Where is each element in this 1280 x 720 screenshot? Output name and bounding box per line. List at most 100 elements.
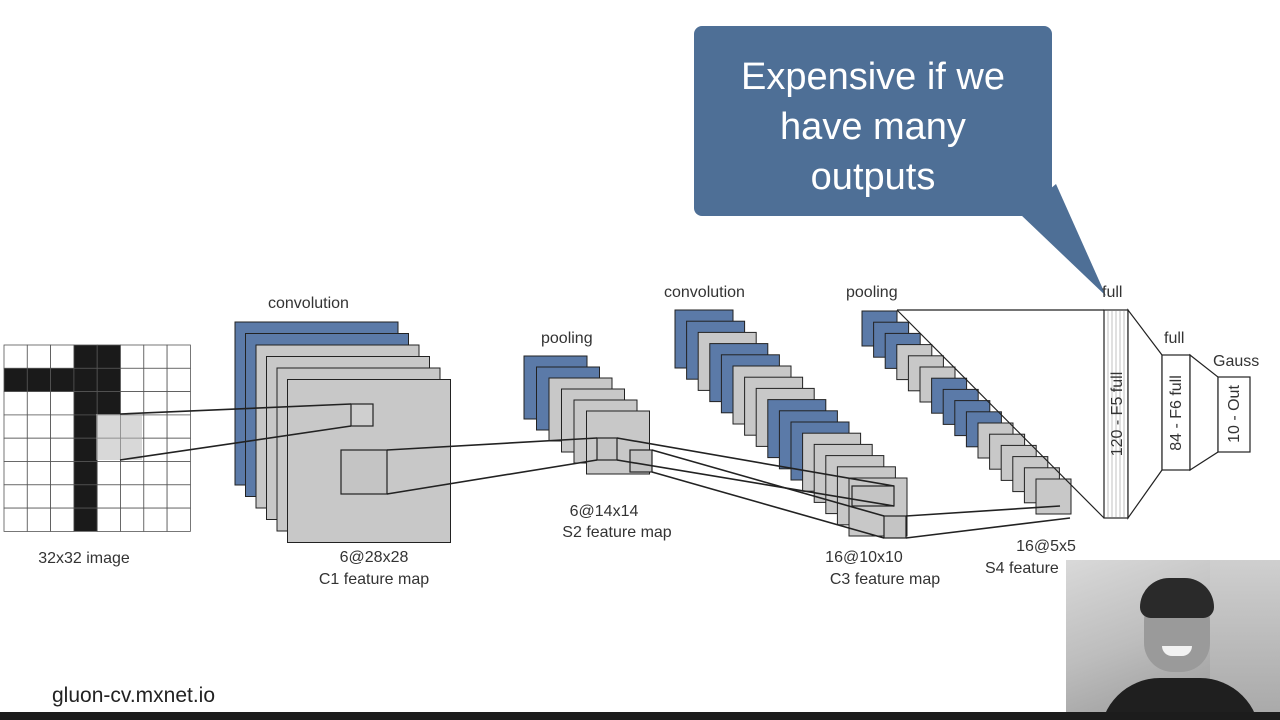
- input-pixel: [3, 391, 28, 416]
- input-pixel: [50, 461, 75, 486]
- input-pixel: [166, 367, 191, 392]
- connection-line: [386, 459, 598, 495]
- connection-line: [651, 449, 885, 517]
- input-pixel: [26, 391, 51, 416]
- input-pixel: [143, 414, 168, 439]
- input-pixel: [3, 461, 28, 486]
- input-pixel: [50, 414, 75, 439]
- layer-stacks: [234, 309, 1072, 543]
- f6-label: 84 - F6 full: [1168, 375, 1185, 451]
- input-pixel: [3, 367, 28, 392]
- input-pixel: [26, 344, 51, 369]
- input-pixel: [96, 367, 121, 392]
- input-pixel: [96, 461, 121, 486]
- c1-pool-window: [340, 449, 388, 495]
- input-pixel: [143, 507, 168, 532]
- input-pixel: [3, 344, 28, 369]
- s4-map: [1035, 478, 1072, 515]
- callout-line-1: Expensive if we: [740, 56, 1005, 98]
- input-pixel: [3, 437, 28, 462]
- c1-caption-name: C1 feature map: [319, 571, 429, 588]
- input-pixel: [166, 461, 191, 486]
- connection-line: [651, 471, 885, 539]
- pool2-label: pooling: [846, 284, 898, 301]
- input-pixel: [120, 461, 145, 486]
- input-pixel: [50, 344, 75, 369]
- input-pixel: [26, 461, 51, 486]
- input-pixel: [73, 437, 98, 462]
- c1-kernel-window: [350, 403, 374, 427]
- input-pixel: [120, 391, 145, 416]
- s2-window: [596, 437, 618, 461]
- f5-funnel: [896, 309, 1105, 519]
- input-pixel: [73, 414, 98, 439]
- input-pixel: [166, 507, 191, 532]
- input-pixel: [96, 484, 121, 509]
- out-label: 10 - Out: [1226, 385, 1243, 443]
- input-pixel: [120, 507, 145, 532]
- input-caption: 32x32 image: [38, 550, 130, 567]
- fc-layers: 120 - F5 full 84 - F6 full 10 - Out: [896, 308, 1251, 520]
- input-pixel: [73, 461, 98, 486]
- presenter-webcam: [1066, 560, 1280, 720]
- connection-line: [616, 437, 895, 487]
- connection-line: [905, 517, 1071, 539]
- s2-caption-name: S2 feature map: [562, 524, 672, 541]
- input-pixel: [26, 507, 51, 532]
- input-pixel: [26, 484, 51, 509]
- input-pixel: [26, 437, 51, 462]
- connection-line: [386, 437, 598, 451]
- input-pixel: [166, 484, 191, 509]
- s4-caption-size: 16@5x5: [1016, 538, 1076, 555]
- input-pixel: [3, 507, 28, 532]
- callout-text: Expensive if we have many outputs: [694, 52, 1052, 202]
- s4-caption-name: S4 feature: [985, 560, 1059, 577]
- input-pixel: [120, 367, 145, 392]
- input-pixel: [73, 344, 98, 369]
- s2-window: [629, 449, 653, 473]
- conv1-label: convolution: [268, 295, 349, 312]
- input-receptive-field: [96, 414, 142, 460]
- c3-window: [883, 515, 907, 539]
- callout-bubble: [694, 26, 1106, 296]
- full1-label: full: [1102, 284, 1122, 301]
- input-pixel: [143, 461, 168, 486]
- conv2-label: convolution: [664, 284, 745, 301]
- footer-url[interactable]: gluon-cv.mxnet.io: [52, 684, 216, 707]
- input-pixel: [50, 507, 75, 532]
- input-pixel: [73, 391, 98, 416]
- input-pixel: [3, 484, 28, 509]
- input-pixel: [143, 367, 168, 392]
- out-layer: [1217, 376, 1251, 453]
- connection-line: [119, 403, 352, 415]
- callout-line-3: outputs: [810, 156, 936, 198]
- f5-label: 120 - F5 full: [1109, 372, 1126, 456]
- input-pixel: [3, 414, 28, 439]
- input-pixel: [50, 484, 75, 509]
- input-pixel: [96, 391, 121, 416]
- input-pixel: [73, 367, 98, 392]
- s2-caption-size: 6@14x14: [570, 503, 639, 520]
- input-pixel: [96, 344, 121, 369]
- connection-line: [905, 505, 1061, 517]
- c1-caption-size: 6@28x28: [340, 549, 409, 566]
- gauss-label: Gauss: [1213, 353, 1259, 370]
- pool1-label: pooling: [541, 330, 593, 347]
- connection-line: [119, 425, 352, 461]
- c3-caption-name: C3 feature map: [830, 571, 940, 588]
- input-pixel: [50, 391, 75, 416]
- c3-caption-size: 16@10x10: [825, 549, 903, 566]
- connection-line: [616, 459, 895, 507]
- input-image-grid: [3, 344, 191, 532]
- f5-stripes: [1107, 311, 1125, 517]
- input-pixel: [143, 437, 168, 462]
- input-pixel: [120, 484, 145, 509]
- input-pixel: [96, 507, 121, 532]
- input-pixel: [120, 344, 145, 369]
- input-pixel: [50, 367, 75, 392]
- input-pixel: [73, 484, 98, 509]
- f5-f6-connector: [1127, 308, 1163, 520]
- input-pixel: [166, 414, 191, 439]
- input-pixel: [143, 344, 168, 369]
